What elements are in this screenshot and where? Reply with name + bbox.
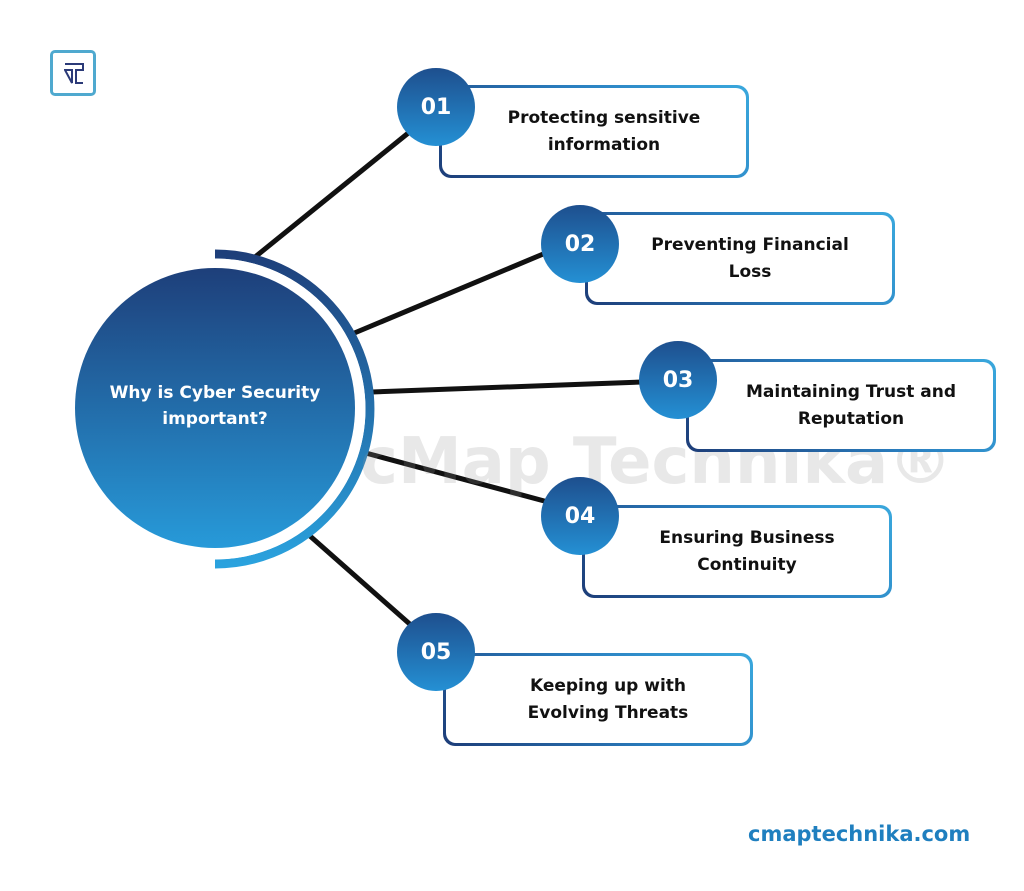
connector-line (351, 249, 549, 337)
website-link[interactable]: cmaptechnika.com (748, 822, 971, 846)
item-box-4: Ensuring Business Continuity (582, 505, 892, 598)
item-badge-5: 05 (397, 613, 475, 691)
item-label: Preventing Financial Loss (588, 215, 892, 302)
item-badge-4: 04 (541, 477, 619, 555)
logo-t-icon (64, 63, 84, 84)
item-label: Maintaining Trust and Reputation (689, 362, 993, 449)
item-box-2: Preventing Financial Loss (585, 212, 895, 305)
item-box-1: Protecting sensitive information (439, 85, 749, 178)
outer-arc (214, 249, 375, 569)
connector-lines (253, 128, 643, 628)
connector-line (371, 379, 643, 395)
center-circle (75, 268, 355, 548)
item-badge-2: 02 (541, 205, 619, 283)
brand-logo (50, 50, 96, 96)
item-label: Keeping up with Evolving Threats (446, 656, 750, 743)
item-badge-1: 01 (397, 68, 475, 146)
item-box-5: Keeping up with Evolving Threats (443, 653, 753, 746)
center-title: Why is Cyber Security important? (109, 383, 321, 429)
connector-line (308, 534, 414, 628)
item-label: Ensuring Business Continuity (585, 508, 889, 595)
arc-gap (214, 258, 366, 560)
item-box-3: Maintaining Trust and Reputation (686, 359, 996, 452)
item-label: Protecting sensitive information (442, 88, 746, 175)
item-badge-3: 03 (639, 341, 717, 419)
connector-line (361, 449, 549, 505)
connector-line (253, 128, 414, 259)
